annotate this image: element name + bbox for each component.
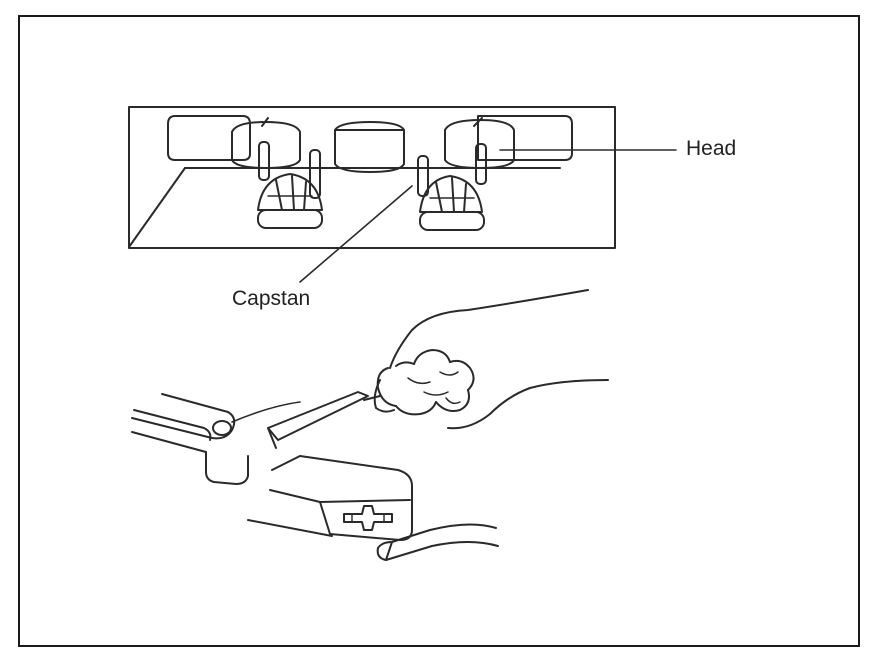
cassette-right-piece	[247, 455, 413, 541]
screwdriver-tool	[376, 523, 499, 561]
capstan-leader-line	[299, 185, 413, 283]
deck-panel	[128, 106, 616, 249]
diagram-frame	[18, 15, 860, 647]
left-pinch-roller	[257, 173, 323, 229]
leader-lines	[299, 149, 677, 283]
capstan-label: Capstan	[232, 287, 311, 310]
record-play-head	[334, 121, 405, 173]
right-capstan	[475, 143, 487, 185]
erase-head	[231, 117, 301, 169]
left-guide-block	[167, 115, 251, 161]
left-capstan	[258, 141, 270, 181]
right-head	[444, 117, 515, 169]
cassette-left-piece	[131, 393, 249, 485]
hand	[373, 289, 609, 430]
mid-left-capstan	[309, 149, 321, 199]
cleaning-swab	[231, 391, 381, 449]
head-label: Head	[686, 137, 737, 160]
right-pinch-roller	[419, 175, 485, 231]
right-guide-block	[477, 115, 573, 161]
